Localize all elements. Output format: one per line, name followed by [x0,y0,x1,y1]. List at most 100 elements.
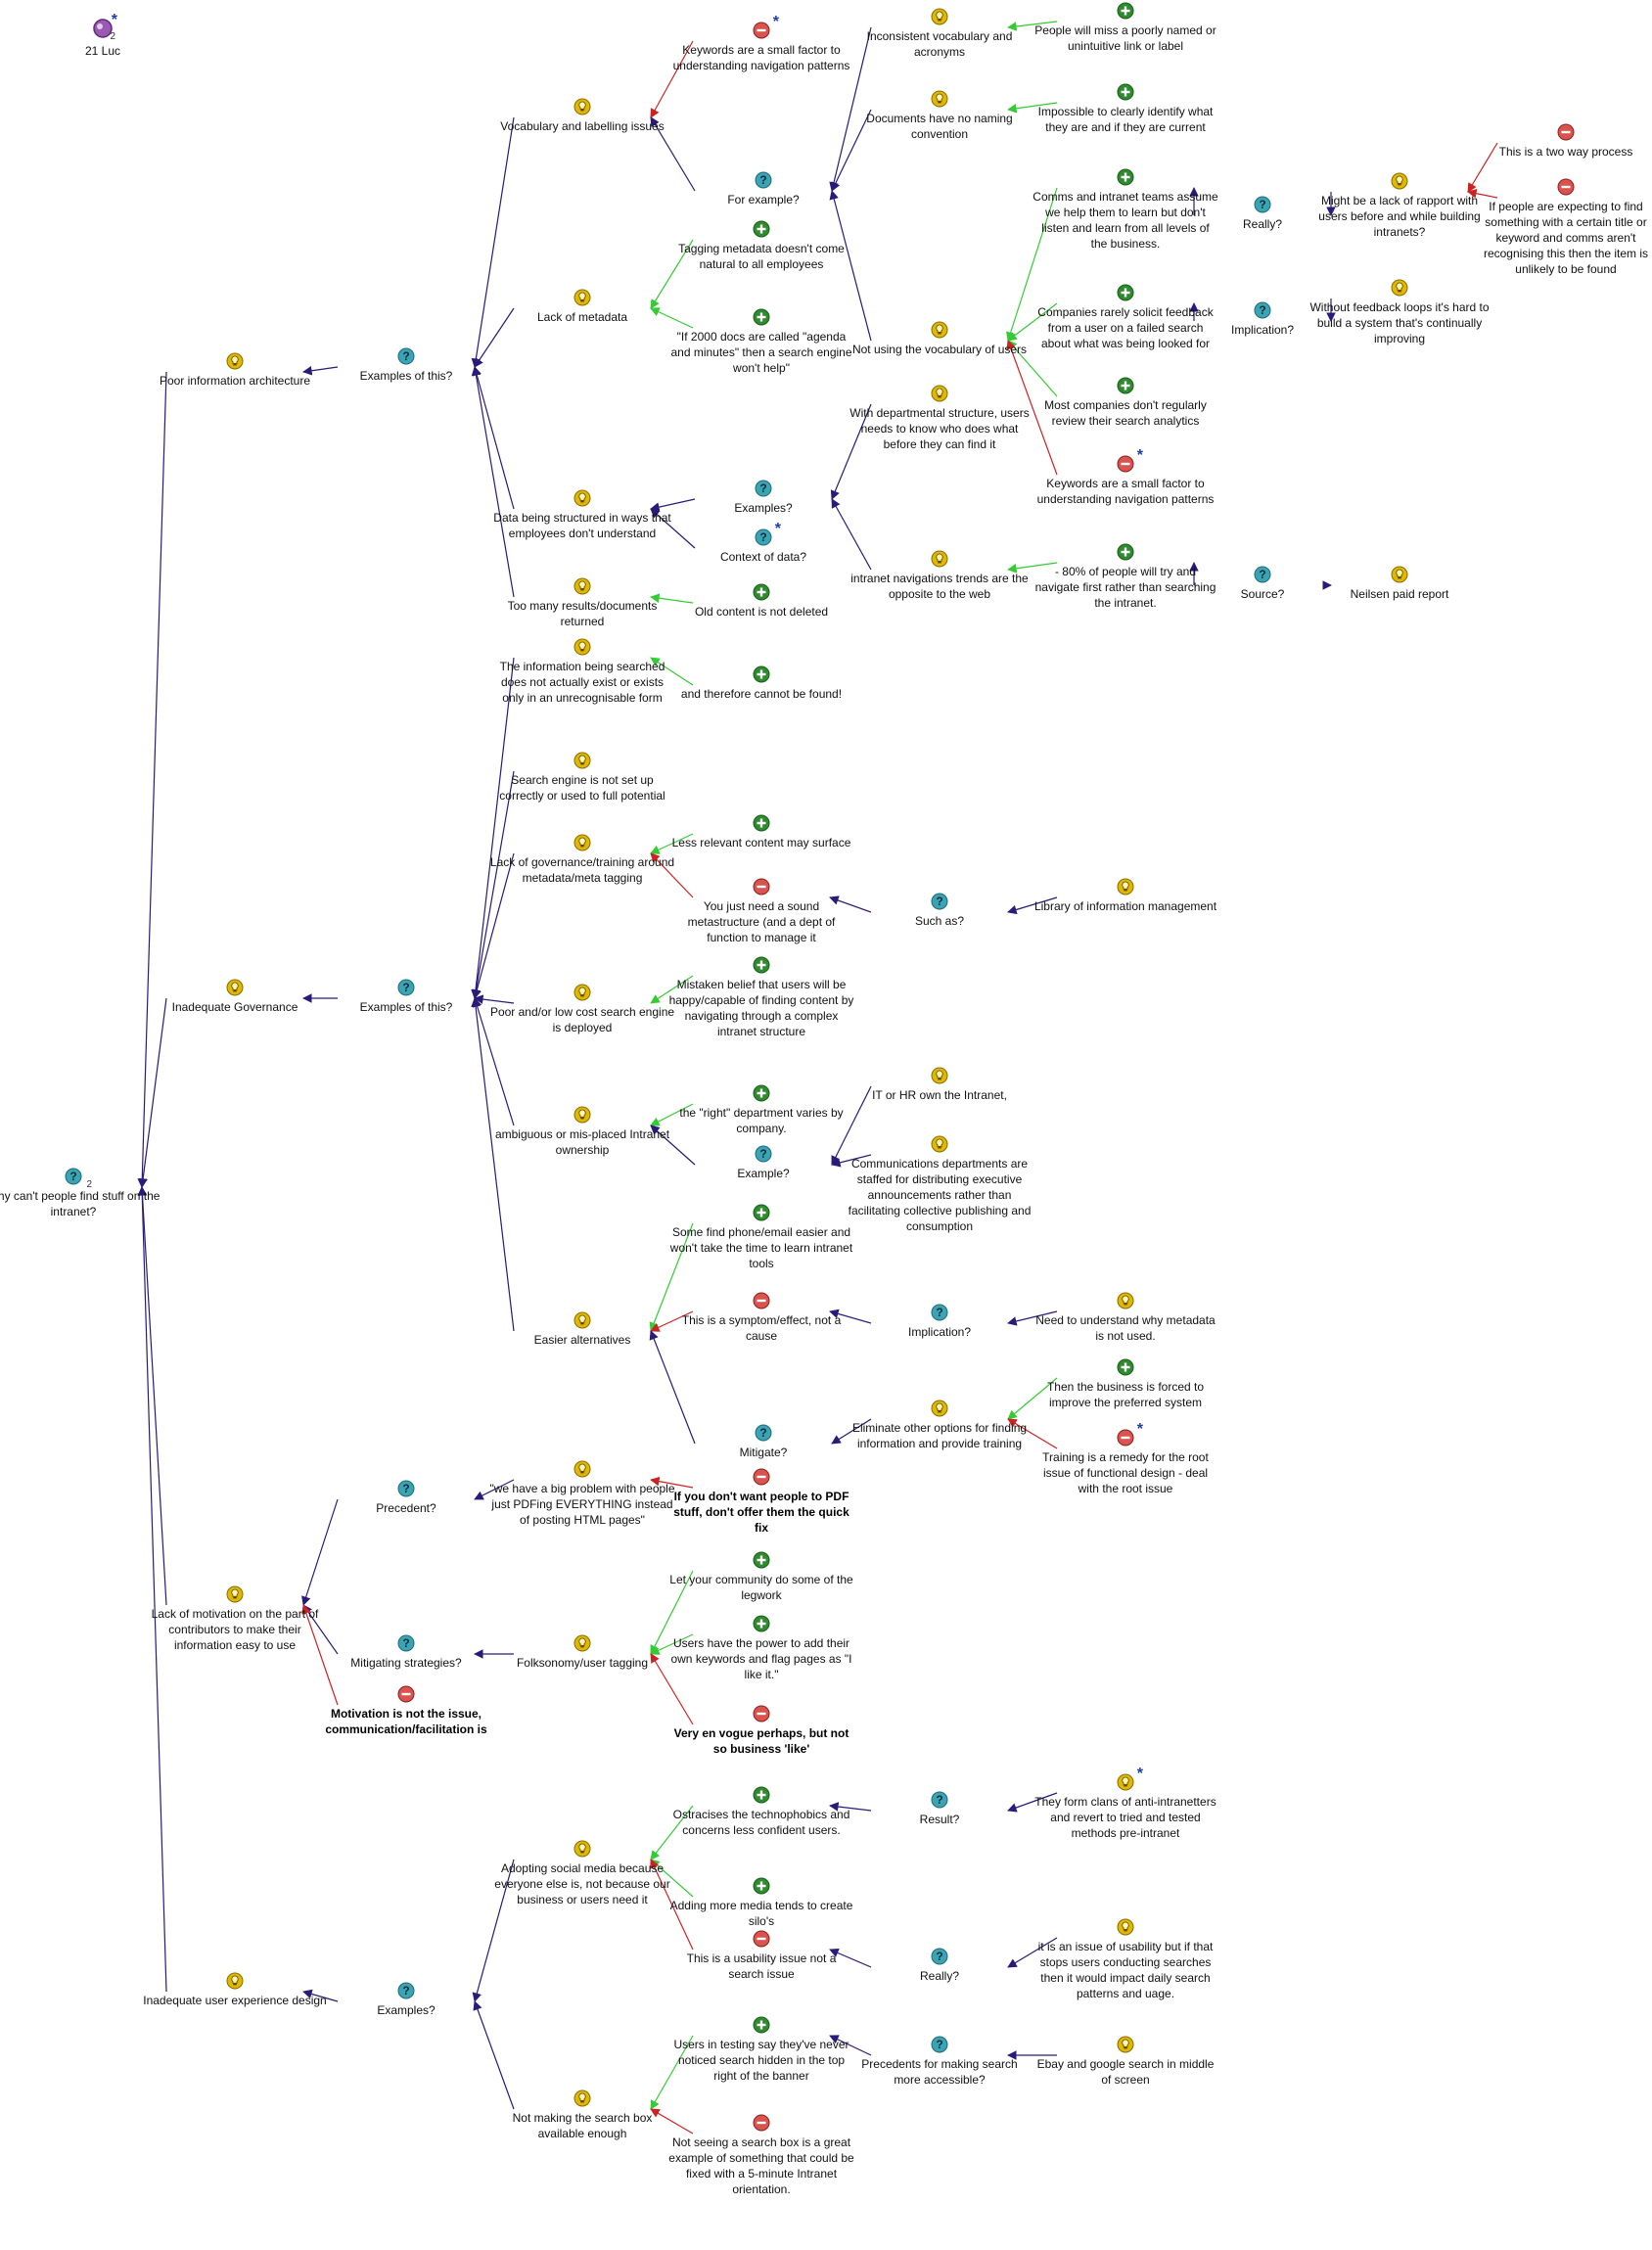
node-source[interactable]: ?Source? [1170,566,1355,602]
node-notissue[interactable]: Motivation is not the issue, communicati… [313,1685,499,1737]
node-eliminate[interactable]: Eliminate other options for finding info… [847,1400,1032,1451]
node-vocab[interactable]: Vocabulary and labelling issues [489,98,675,134]
node-phone[interactable]: Some find phone/email easier and won't t… [668,1204,854,1271]
node-eighty[interactable]: - 80% of people will try and navigate fi… [1032,543,1218,611]
node-deptstruct[interactable]: With departmental structure, users needs… [847,385,1032,452]
link-miss-incons [1007,21,1058,31]
svg-text:?: ? [759,173,766,187]
node-precmaking[interactable]: ?Precedents for making search more acces… [847,2036,1032,2088]
node-rightdept[interactable]: the "right" department varies by company… [668,1084,854,1136]
node-examples4[interactable]: ?Examples? [313,1982,499,2018]
node-notexist[interactable]: The information being searched does not … [489,638,675,706]
node-impl2[interactable]: ?Implication? [847,1304,1032,1340]
node-oldcontent[interactable]: Old content is not deleted [668,583,854,620]
node-govern[interactable]: Inadequate Governance [142,979,328,1015]
node-twoway[interactable]: This is a two way process [1473,123,1652,160]
node-comms[interactable]: Comms and intranet teams assume we help … [1032,168,1218,252]
node-examples2[interactable]: ?Examples? [670,480,856,516]
node-precedent[interactable]: ?Precedent? [313,1480,499,1516]
node-rapport[interactable]: Might be a lack of rapport with users be… [1307,172,1492,240]
question-icon: ? [397,347,415,365]
node-context[interactable]: ?*Context of data? [670,521,856,565]
node-intranav[interactable]: intranet navigations trends are the oppo… [847,550,1032,602]
node-notseeing[interactable]: Not seeing a search box is a great examp… [668,2114,854,2197]
node-silos[interactable]: Adding more media tends to create silo's [668,1877,854,1929]
node-suchas[interactable]: ?Such as? [847,893,1032,929]
node-lowcost[interactable]: Poor and/or low cost search engine is de… [489,984,675,1035]
node-lessrel[interactable]: Less relevant content may surface [668,814,854,850]
node-docsname[interactable]: Documents have no naming convention [847,90,1032,142]
node-tagging[interactable]: Tagging metadata doesn't come natural to… [668,220,854,272]
node-ithr[interactable]: IT or HR own the Intranet, [847,1067,1032,1103]
node-notmaking[interactable]: Not making the search box available enou… [489,2089,675,2141]
node-easier[interactable]: Easier alternatives [489,1311,675,1348]
node-lackmeta[interactable]: Lack of metadata [489,289,675,325]
node-agenda[interactable]: "If 2000 docs are called "agenda and min… [668,308,854,376]
node-forced[interactable]: Then the business is forced to improve t… [1032,1358,1218,1410]
node-dontwant[interactable]: If you don't want people to PDF stuff, d… [668,1468,854,1536]
node-companies[interactable]: Companies rarely solicit feedback from a… [1032,284,1218,351]
node-result[interactable]: ?Result? [847,1791,1032,1827]
node-really1[interactable]: ?Really? [1170,196,1355,232]
node-kw2[interactable]: *Keywords are a small factor to understa… [1032,447,1218,507]
node-itisissue[interactable]: it is an issue of usability but if that … [1032,1918,1218,2001]
node-toomany[interactable]: Too many results/documents returned [489,577,675,629]
star-marker: * [774,521,781,537]
node-ex1[interactable]: ?Examples of this? [313,347,499,384]
node-testing[interactable]: Users in testing say they've never notic… [668,2016,854,2084]
node-ifpeople[interactable]: If people are expecting to find somethin… [1473,178,1652,277]
node-really2[interactable]: ?Really? [847,1948,1032,1984]
node-mitigate[interactable]: ?Mitigate? [670,1424,856,1460]
node-envogue[interactable]: Very en vogue perhaps, but not so busine… [668,1705,854,1757]
node-label: Inadequate user experience design [143,1994,327,2007]
node-letcomm[interactable]: Let your community do some of the legwor… [668,1551,854,1603]
node-label: Examples of this? [359,1000,453,1014]
node-neilsen[interactable]: Neilsen paid report [1307,566,1492,602]
con-icon: * [1117,1421,1143,1446]
node-miss[interactable]: People will miss a poorly named or unint… [1032,2,1218,54]
node-mitstrat[interactable]: ?Mitigating strategies? [313,1634,499,1671]
map-badge[interactable]: * 2 21 Luc [69,12,137,58]
node-needund[interactable]: Need to understand why metadata is not u… [1032,1292,1218,1344]
node-kw1[interactable]: *Keywords are a small factor to understa… [668,14,854,73]
node-ostra[interactable]: Ostracises the technophobics and concern… [668,1786,854,1838]
link-forex-vocab [650,116,696,192]
node-library[interactable]: Library of information management [1032,878,1218,914]
node-example3[interactable]: ?Example? [670,1145,856,1181]
node-symptom[interactable]: This is a symptom/effect, not a cause [668,1292,854,1344]
node-motivation[interactable]: Lack of motivation on the part of contri… [142,1585,328,1653]
node-impos[interactable]: Impossible to clearly identify what they… [1032,83,1218,135]
node-pia[interactable]: Poor information architecture [142,352,328,389]
node-pdf[interactable]: "we have a big problem with people just … [489,1460,675,1528]
node-ex2[interactable]: ?Examples of this? [313,979,499,1015]
node-notvocab[interactable]: Not using the vocabulary of users [847,321,1032,357]
node-uxd[interactable]: Inadequate user experience design [142,1972,328,2008]
node-clans[interactable]: *They form clans of anti-intranetters an… [1032,1766,1218,1841]
node-cannotfind[interactable]: and therefore cannot be found! [668,666,854,702]
node-impl1[interactable]: ?Implication? [1170,301,1355,338]
node-commsdept[interactable]: Communications departments are staffed f… [847,1135,1032,1234]
node-mostcomp[interactable]: Most companies don't regularly review th… [1032,377,1218,429]
idea-icon [1391,172,1408,190]
node-adopting[interactable]: Adopting social media because everyone e… [489,1840,675,1907]
idea-icon [574,638,591,656]
node-ambig[interactable]: ambiguous or mis-placed Intranet ownersh… [489,1106,675,1158]
node-folk[interactable]: Folksonomy/user tagging [489,1634,675,1671]
node-forex[interactable]: ?For example? [670,171,856,207]
node-label: Search engine is not set up correctly or… [499,773,665,803]
node-lackgov[interactable]: Lack of governance/training around metad… [489,834,675,886]
node-datastruct[interactable]: Data being structured in ways that emplo… [489,489,675,541]
node-incons[interactable]: Inconsistent vocabulary and acronyms [847,8,1032,60]
pro-icon [1117,284,1134,301]
pro-icon [1117,168,1134,186]
node-nofeed[interactable]: Without feedback loops it's hard to buil… [1307,279,1492,346]
node-mistaken[interactable]: Mistaken belief that users will be happy… [668,956,854,1039]
node-usershave[interactable]: Users have the power to add their own ke… [668,1615,854,1682]
node-searchengine[interactable]: Search engine is not set up correctly or… [489,752,675,804]
node-usability[interactable]: This is a usability issue not a search i… [668,1930,854,1982]
node-ebay[interactable]: Ebay and google search in middle of scre… [1032,2036,1218,2088]
node-training[interactable]: *Training is a remedy for the root issue… [1032,1421,1218,1496]
node-soundmeta[interactable]: You just need a sound metastructure (and… [668,878,854,945]
